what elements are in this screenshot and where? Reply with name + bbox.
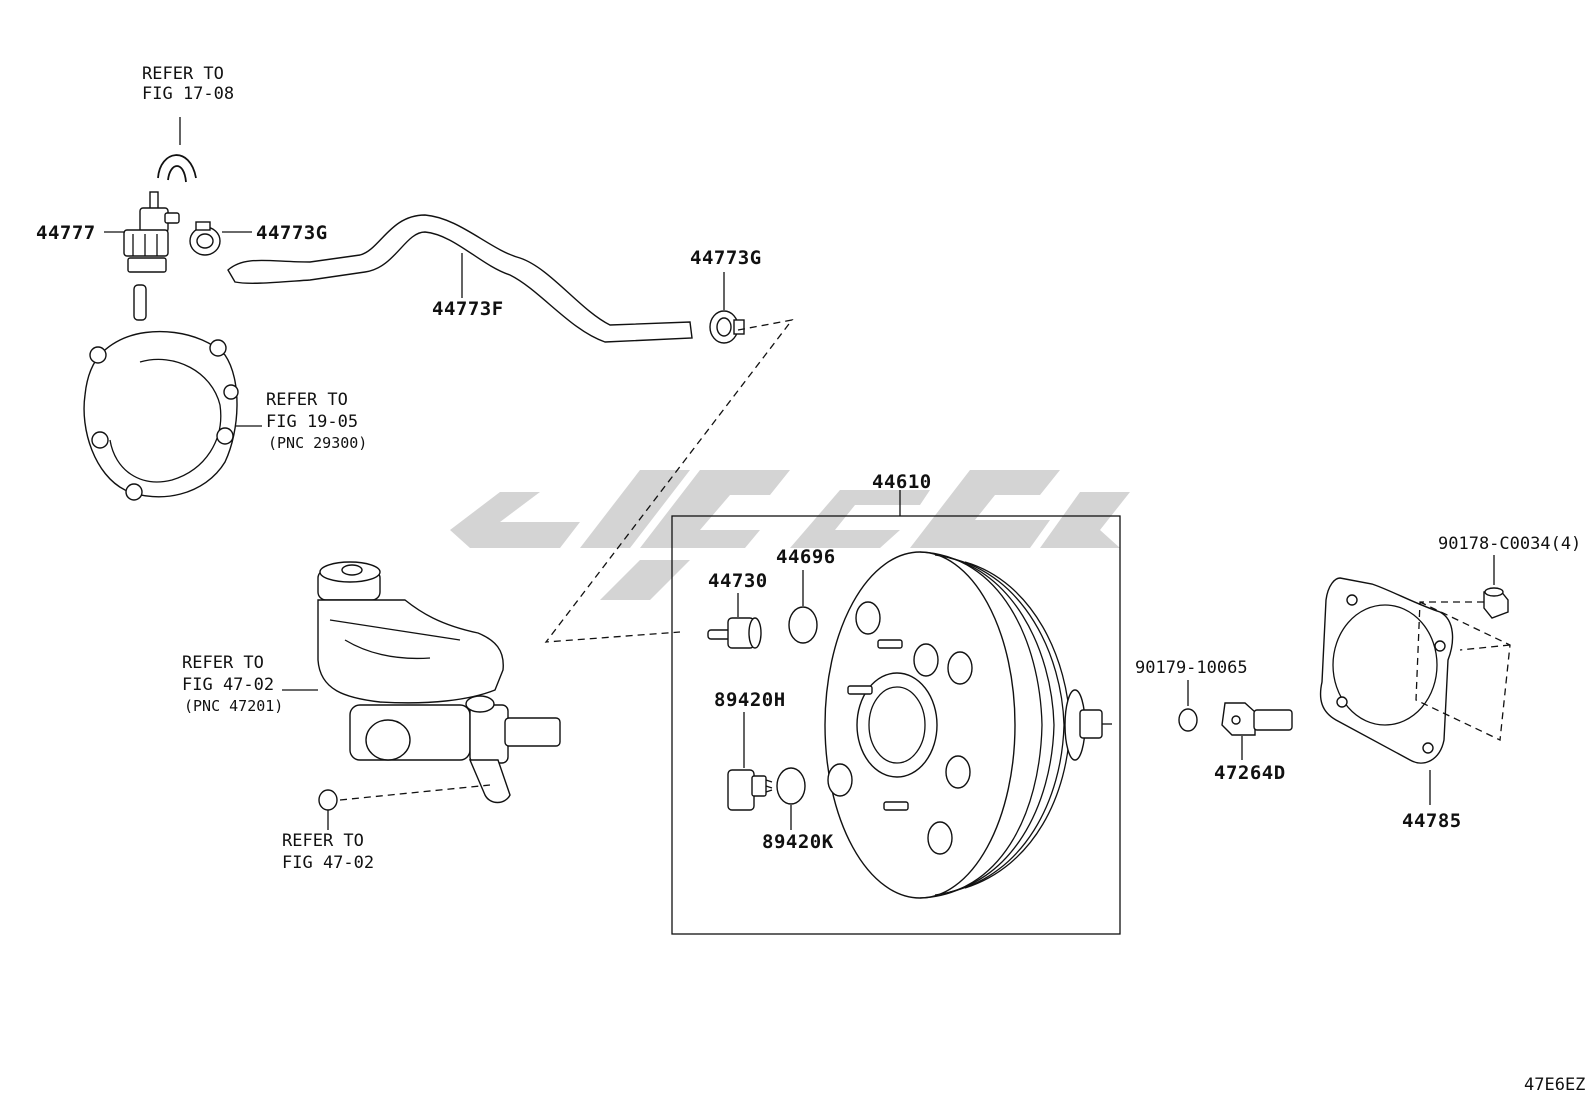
svg-text:44610: 44610 bbox=[872, 471, 932, 493]
vacuum-pump bbox=[83, 330, 239, 501]
ref-fig-17-08: REFER TO FIG 17-08 bbox=[142, 64, 234, 145]
svg-text:44696: 44696 bbox=[776, 546, 836, 568]
svg-text:(PNC 29300): (PNC 29300) bbox=[268, 434, 367, 452]
svg-text:44773F: 44773F bbox=[432, 298, 504, 320]
ref-fig-19-05: REFER TO FIG 19-05 (PNC 29300) bbox=[222, 390, 367, 452]
svg-text:90179-10065: 90179-10065 bbox=[1135, 658, 1248, 678]
svg-text:FIG 47-02: FIG 47-02 bbox=[182, 675, 274, 695]
svg-text:REFER TO: REFER TO bbox=[142, 64, 224, 84]
watermark-logo bbox=[450, 470, 1130, 600]
svg-text:FIG 17-08: FIG 17-08 bbox=[142, 84, 234, 104]
svg-text:REFER TO: REFER TO bbox=[266, 390, 348, 410]
gasket-44785: 44785 bbox=[1319, 577, 1462, 832]
svg-text:FIG 19-05: FIG 19-05 bbox=[266, 412, 358, 432]
reservoir-grommet bbox=[318, 784, 491, 811]
svg-text:FIG 47-02: FIG 47-02 bbox=[282, 853, 374, 873]
hose-connection-dashed-line bbox=[544, 319, 794, 643]
nut-90179-10065: 90179-10065 bbox=[1135, 658, 1248, 732]
check-valve-44777: 44777 bbox=[36, 191, 180, 321]
nut-90178-C0034: 90178-C0034(4) bbox=[1415, 534, 1581, 741]
vacuum-sensor-89420H: 89420H bbox=[714, 689, 786, 811]
svg-text:90178-C0034(4): 90178-C0034(4) bbox=[1438, 534, 1581, 554]
vacuum-hose-44773F: 44773F bbox=[227, 214, 693, 343]
svg-text:REFER TO: REFER TO bbox=[282, 831, 364, 851]
master-cylinder bbox=[317, 561, 561, 804]
grommet-89420K: 89420K bbox=[762, 767, 834, 853]
clevis-47264D: 47264D bbox=[1214, 702, 1293, 784]
svg-text:47264D: 47264D bbox=[1214, 762, 1286, 784]
ref-fig-47-02-master-cylinder: REFER TO FIG 47-02 (PNC 47201) bbox=[182, 653, 318, 715]
svg-text:44730: 44730 bbox=[708, 570, 768, 592]
clamp-44773G-left: 44773G bbox=[189, 221, 328, 256]
ref-fig-47-02-grommet: REFER TO FIG 47-02 bbox=[282, 808, 374, 873]
grommet-44696: 44696 bbox=[776, 546, 836, 644]
brake-booster-assembly-44610: 44610 bbox=[671, 471, 1121, 935]
svg-text:44773G: 44773G bbox=[256, 222, 328, 244]
clamp-44773G-right: 44773G bbox=[690, 247, 762, 344]
svg-text:44777: 44777 bbox=[36, 222, 96, 244]
svg-text:44773G: 44773G bbox=[690, 247, 762, 269]
check-valve-44730: 44730 bbox=[707, 570, 768, 649]
svg-text:(PNC 47201): (PNC 47201) bbox=[184, 697, 283, 715]
diagram-code: 47E6EZ bbox=[1524, 1075, 1585, 1095]
svg-text:44785: 44785 bbox=[1402, 810, 1462, 832]
svg-text:89420H: 89420H bbox=[714, 689, 786, 711]
svg-text:REFER TO: REFER TO bbox=[182, 653, 264, 673]
upper-hose-bend bbox=[157, 154, 197, 183]
svg-text:89420K: 89420K bbox=[762, 831, 834, 853]
